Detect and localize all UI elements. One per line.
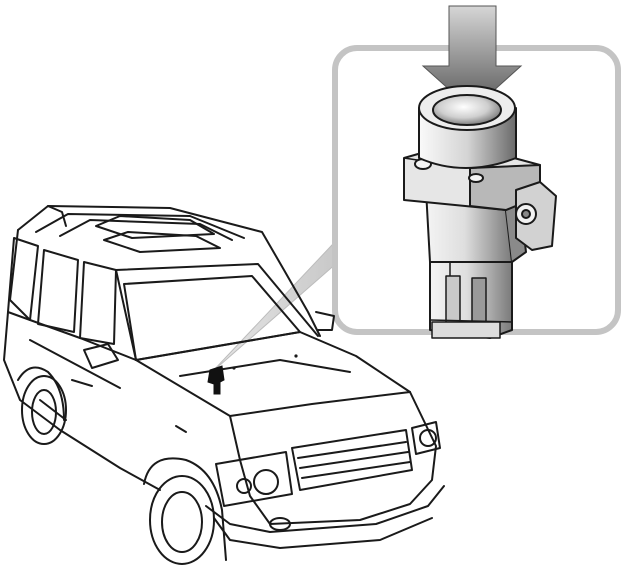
vehicle	[3, 205, 445, 565]
callout-beam	[211, 244, 339, 373]
down-arrow-icon	[421, 5, 523, 111]
component-detail	[403, 85, 557, 339]
location-marker-icon	[207, 354, 298, 395]
